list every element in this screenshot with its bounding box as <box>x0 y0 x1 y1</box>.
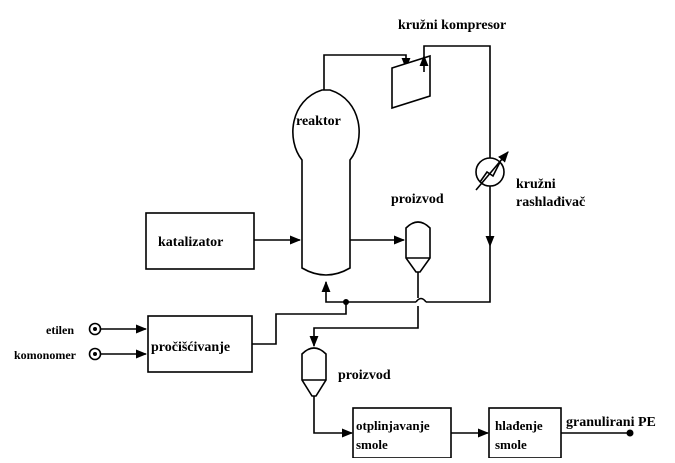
compressor-label: kružni kompresor <box>398 18 506 33</box>
reactor-label: reaktor <box>296 114 341 129</box>
reactor-to-compressor-line <box>323 54 411 90</box>
product-separator-bottom <box>301 347 327 397</box>
separator-to-degassing-line <box>313 396 354 438</box>
degassing-label-line1: otplinjavanje <box>356 418 430 433</box>
ethylene-feed-symbol <box>88 322 102 336</box>
purification-label: pročišćivanje <box>151 340 230 355</box>
recycle-return-line <box>321 280 416 303</box>
output-dot <box>626 429 634 437</box>
purification-box <box>147 315 253 373</box>
catalyst-box <box>145 212 255 270</box>
product-top-down-line-2 <box>309 306 419 348</box>
output-label: granulirani PE <box>566 415 656 430</box>
recycle-crossover <box>415 297 427 303</box>
compressor-symbol <box>391 54 431 110</box>
cooler-label-line1: kružni <box>516 177 556 192</box>
product-separator-top <box>405 221 431 273</box>
cooling-label-line2: smole <box>495 437 527 452</box>
recycle-line-top <box>423 45 491 158</box>
ethylene-label: etilen <box>46 323 74 337</box>
cooling-label-line1: hlađenje <box>495 418 543 433</box>
catalyst-label: katalizator <box>158 235 223 250</box>
reactor-vessel <box>292 89 360 276</box>
comonomer-label: komonomer <box>14 348 77 362</box>
cooler-symbol <box>475 151 509 191</box>
cooler-label-line2: rashlađivač <box>516 195 585 210</box>
product-top-label: proizvod <box>391 192 444 207</box>
product-bottom-label: proizvod <box>338 368 391 383</box>
degassing-label-line2: smole <box>356 437 388 452</box>
purification-to-reactor-line <box>252 302 347 345</box>
recycle-line-bottom <box>426 246 491 303</box>
comonomer-feed-symbol <box>88 347 102 361</box>
